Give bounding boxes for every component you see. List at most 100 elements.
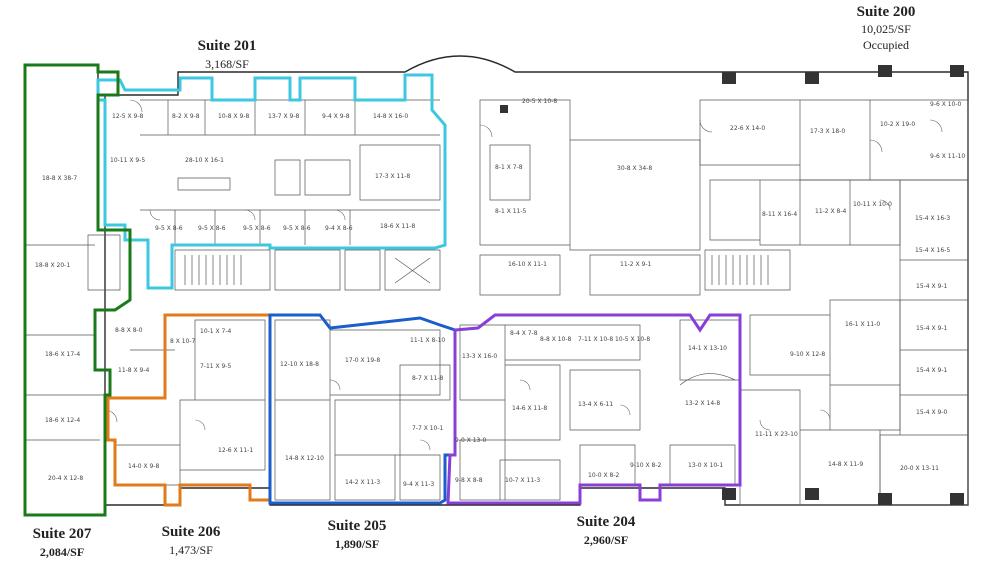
structural-columns (500, 65, 964, 505)
room-dim: 8-4 X 7-8 (510, 330, 538, 337)
suite-207-name: Suite 207 (33, 526, 92, 542)
room-dim: 13-4 X 6-11 (578, 401, 613, 408)
suite-200-name: Suite 200 (857, 4, 916, 20)
room-dim: 10-2 X 19-0 (880, 121, 915, 128)
room-dim: 28-10 X 16-1 (185, 157, 224, 164)
room-dim: 8 X 10-7 (170, 338, 196, 345)
suite-205-area: 1,890/SF (335, 537, 379, 551)
room-dim: 9-4 X 8-6 (325, 225, 353, 232)
room-dim: 7-11 X 10-8 (578, 336, 613, 343)
room-dim: 13-7 X 9-8 (268, 113, 300, 120)
room-dim: 9-5 X 8-6 (283, 225, 311, 232)
room-dim: 11-1 X 8-10 (410, 337, 445, 344)
room-dimension-labels: 12-5 X 9-8 8-2 X 9-8 10-8 X 9-8 13-7 X 9… (35, 98, 965, 488)
room-dim: 10-0 X 8-2 (588, 472, 620, 479)
room-dim: 10-11 X 10-0 (853, 201, 892, 208)
room-dim: 15-4 X 9-1 (916, 283, 948, 290)
room-dim: 8-1 X 11-5 (495, 208, 527, 215)
room-dim: 15-4 X 16-5 (915, 247, 950, 254)
room-dim: 10-8 X 9-8 (218, 113, 250, 120)
room-dim: 8-1 X 7-8 (495, 164, 523, 171)
door-swings (104, 99, 943, 451)
room-dim: 13-3 X 16-0 (462, 353, 497, 360)
room-dim: 16-1 X 11-0 (845, 321, 880, 328)
building-walls (25, 55, 969, 506)
room-dim: 11-2 X 9-1 (620, 261, 652, 268)
room-dim: 14-2 X 11-3 (345, 479, 380, 486)
suite-204-name: Suite 204 (577, 514, 636, 530)
room-dim: 20-4 X 12-8 (48, 475, 83, 482)
room-dim: 18-8 X 38-7 (42, 175, 77, 182)
room-dim: 13-2 X 14-8 (685, 400, 720, 407)
room-dim: 9-8 X 8-8 (455, 477, 483, 484)
room-dim: 9-10 X 8-2 (630, 462, 662, 469)
room-dim: 15-4 X 9-1 (916, 325, 948, 332)
room-dim: 10-7 X 11-3 (505, 477, 540, 484)
suite-206-area: 1,473/SF (169, 543, 213, 557)
suite-206-name: Suite 206 (162, 524, 221, 540)
room-dim: 11-11 X 23-10 (755, 431, 798, 438)
room-dim: 10-11 X 9-5 (110, 157, 145, 164)
room-dim: 11-2 X 8-4 (815, 208, 847, 215)
suite-206-boundary[interactable] (106, 313, 272, 507)
suite-201-name: Suite 201 (198, 38, 257, 54)
room-dim: 17-3 X 18-0 (810, 128, 845, 135)
room-dim: 16-10 X 11-1 (508, 261, 547, 268)
room-dim: 15-4 X 16-3 (915, 215, 950, 222)
room-dim: 10-1 X 7-4 (200, 328, 232, 335)
suite-201-area: 3,168/SF (205, 57, 249, 71)
room-dim: 14-6 X 11-8 (512, 405, 547, 412)
room-dim: 17-0 X 19-8 (345, 357, 380, 364)
room-dim: 9-10 X 12-8 (790, 351, 825, 358)
room-dim: 18-6 X 12-4 (45, 417, 80, 424)
room-dim: 9-6 X 11-10 (930, 153, 965, 160)
room-dim: 13-0 X 10-1 (688, 462, 723, 469)
suite-205-name: Suite 205 (328, 518, 387, 534)
suite-200-area: 10,025/SF (861, 22, 911, 36)
room-dim: 11-8 X 9-4 (118, 367, 150, 374)
room-dim: 8-11 X 16-4 (762, 211, 797, 218)
room-dim: 14-8 X 12-10 (285, 455, 324, 462)
room-dim: 8-8 X 10-8 (540, 336, 572, 343)
suite-labels: Suite 201 3,168/SF Suite 200 10,025/SF O… (33, 4, 916, 559)
room-dim: 9-5 X 8-6 (155, 225, 183, 232)
room-dim: 9-6 X 10-0 (930, 101, 962, 108)
suite-204-area: 2,960/SF (584, 533, 628, 547)
suite-207-area: 2,084/SF (40, 545, 84, 559)
room-dim: 15-4 X 9-0 (916, 409, 948, 416)
room-dim: 12-5 X 9-8 (112, 113, 144, 120)
room-dim: 8-2 X 9-8 (172, 113, 200, 120)
suite-200-status: Occupied (863, 38, 909, 52)
room-dim: 8-7 X 11-8 (412, 375, 444, 382)
room-dim: 10-5 X 10-8 (615, 336, 650, 343)
room-dim: 9-5 X 8-6 (243, 225, 271, 232)
room-dim: 7-7 X 10-1 (412, 425, 444, 432)
room-dim: 9-4 X 11-3 (403, 481, 435, 488)
room-dim: 30-8 X 34-8 (617, 165, 652, 172)
room-dim: 12-6 X 11-1 (218, 447, 253, 454)
suite-201-boundary[interactable] (96, 73, 447, 290)
room-dim: 7-11 X 9-5 (200, 363, 232, 370)
suite-207-boundary[interactable] (23, 63, 132, 517)
room-dim: 20-0 X 13-11 (900, 465, 939, 472)
room-dim: 9-5 X 8-6 (198, 225, 226, 232)
room-dim: 20-5 X 10-8 (522, 98, 557, 105)
room-dim: 17-3 X 11-8 (375, 173, 410, 180)
room-dim: 14-0 X 9-8 (128, 463, 160, 470)
room-dim: 22-6 X 14-0 (730, 125, 765, 132)
suite-boundaries (23, 63, 742, 517)
room-dim: 14-1 X 13-10 (688, 345, 727, 352)
room-dim: 15-4 X 9-1 (916, 367, 948, 374)
room-dim: 14-8 X 11-9 (828, 461, 863, 468)
room-dim: 18-8 X 20-1 (35, 262, 70, 269)
room-dim: 12-10 X 18-8 (280, 361, 319, 368)
room-dim: 14-8 X 16-0 (373, 113, 408, 120)
room-dim: 8-8 X 8-0 (115, 327, 143, 334)
room-dim: 18-6 X 17-4 (45, 351, 80, 358)
room-dim: 9-4 X 9-8 (322, 113, 350, 120)
room-dim: 18-6 X 11-8 (380, 223, 415, 230)
room-dim: 9-0 X 13-0 (455, 437, 487, 444)
suite-204-boundary[interactable] (446, 313, 742, 505)
